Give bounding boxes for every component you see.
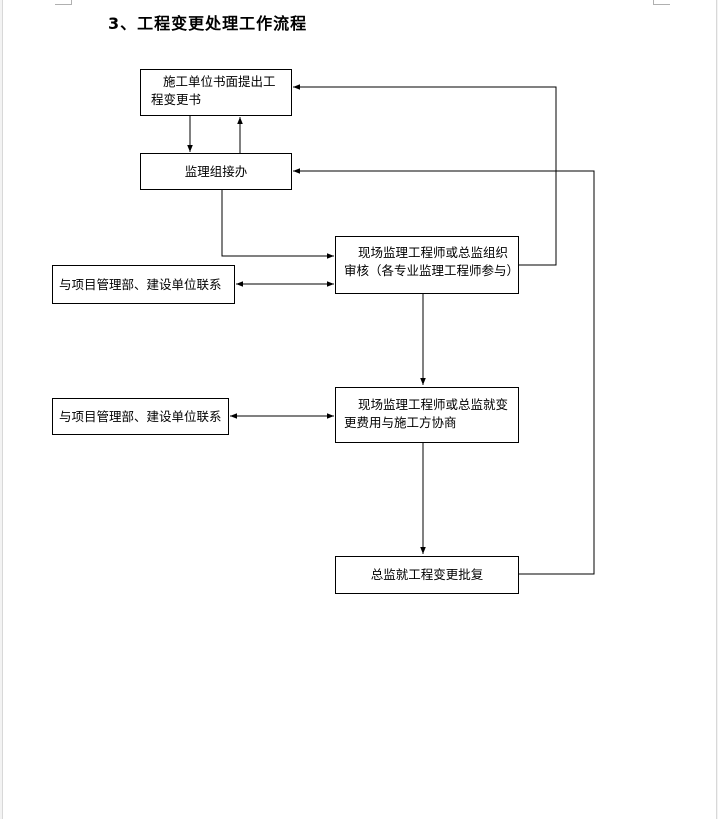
node-approval-label: 总监就工程变更批复 <box>370 567 484 582</box>
node-review-line2: 审核（各专业监理工程师参与） <box>344 263 520 278</box>
arrow-review-to-request <box>293 84 557 266</box>
node-approval: 总监就工程变更批复 <box>335 556 519 594</box>
node-negotiate-line2: 更费用与施工方协商 <box>344 415 457 430</box>
node-review-line1: 现场监理工程师或总监组织 <box>358 245 509 260</box>
node-negotiate: 现场监理工程师或总监就变 更费用与施工方协商 <box>335 387 519 443</box>
node-contractor-request: 施工单位书面提出工 程变更书 <box>140 69 292 116</box>
arrow-group-to-review <box>221 190 334 259</box>
node-review: 现场监理工程师或总监组织 审核（各专业监理工程师参与） <box>335 236 519 294</box>
node-supervision-group: 监理组接办 <box>140 153 292 190</box>
node-contractor-request-line1: 施工单位书面提出工 <box>163 74 276 89</box>
node-contractor-request-line2: 程变更书 <box>151 92 202 107</box>
page-corner-mark <box>55 0 72 5</box>
node-contact-1-label: 与项目管理部、建设单位联系 <box>59 276 222 292</box>
page-corner-mark <box>653 0 670 5</box>
arrow-approval-to-group <box>293 168 595 575</box>
section-heading: 3、工程变更处理工作流程 <box>108 14 308 33</box>
node-supervision-group-label: 监理组接办 <box>184 163 248 179</box>
node-contact-2: 与项目管理部、建设单位联系 <box>52 398 229 435</box>
node-negotiate-line1: 现场监理工程师或总监就变 <box>358 397 509 412</box>
node-contact-2-label: 与项目管理部、建设单位联系 <box>59 408 222 424</box>
node-contact-1: 与项目管理部、建设单位联系 <box>52 265 235 304</box>
